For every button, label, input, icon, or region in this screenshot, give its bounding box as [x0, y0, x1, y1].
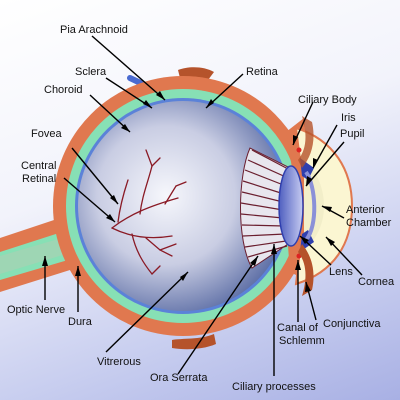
- label-choroid: Choroid: [44, 84, 83, 96]
- label-conjunctiva: Conjunctiva: [323, 318, 381, 330]
- label-sclera: Sclera: [75, 66, 107, 78]
- label-fovea: Fovea: [31, 128, 62, 140]
- conjunctiva-upper: [298, 116, 314, 168]
- label-central: Central: [21, 160, 57, 172]
- label-pupil: Pupil: [340, 128, 365, 140]
- lens: [278, 165, 304, 247]
- canal-of-schlemm-upper: [296, 147, 302, 153]
- iris-band: [304, 170, 317, 242]
- label-schlemm: Schlemm: [279, 335, 325, 347]
- retinal-blood-vessels: [111, 149, 187, 275]
- label-dura: Dura: [68, 316, 92, 328]
- conjunctiva: [298, 244, 314, 296]
- label-ciliary-body: Ciliary Body: [298, 94, 357, 106]
- label-chamber: Chamber: [346, 217, 392, 229]
- label-anterior: Anterior: [346, 204, 385, 216]
- label-cornea: Cornea: [358, 276, 395, 288]
- vitreous-body: [78, 101, 288, 311]
- label-optic-nerve: Optic Nerve: [7, 304, 66, 316]
- label-retinal: Retinal: [22, 173, 57, 185]
- label-iris: Iris: [341, 112, 356, 124]
- label-ora-serrata: Ora Serrata: [150, 372, 208, 384]
- label-canal-of: Canal of: [277, 322, 318, 334]
- label-vitreous: Vitrerous: [97, 356, 141, 368]
- label-pia-arachnoid: Pia Arachnoid: [60, 24, 128, 36]
- label-retina: Retina: [246, 66, 278, 78]
- label-ciliary-processes: Ciliary processes: [232, 381, 316, 393]
- label-lens: Lens: [329, 266, 353, 278]
